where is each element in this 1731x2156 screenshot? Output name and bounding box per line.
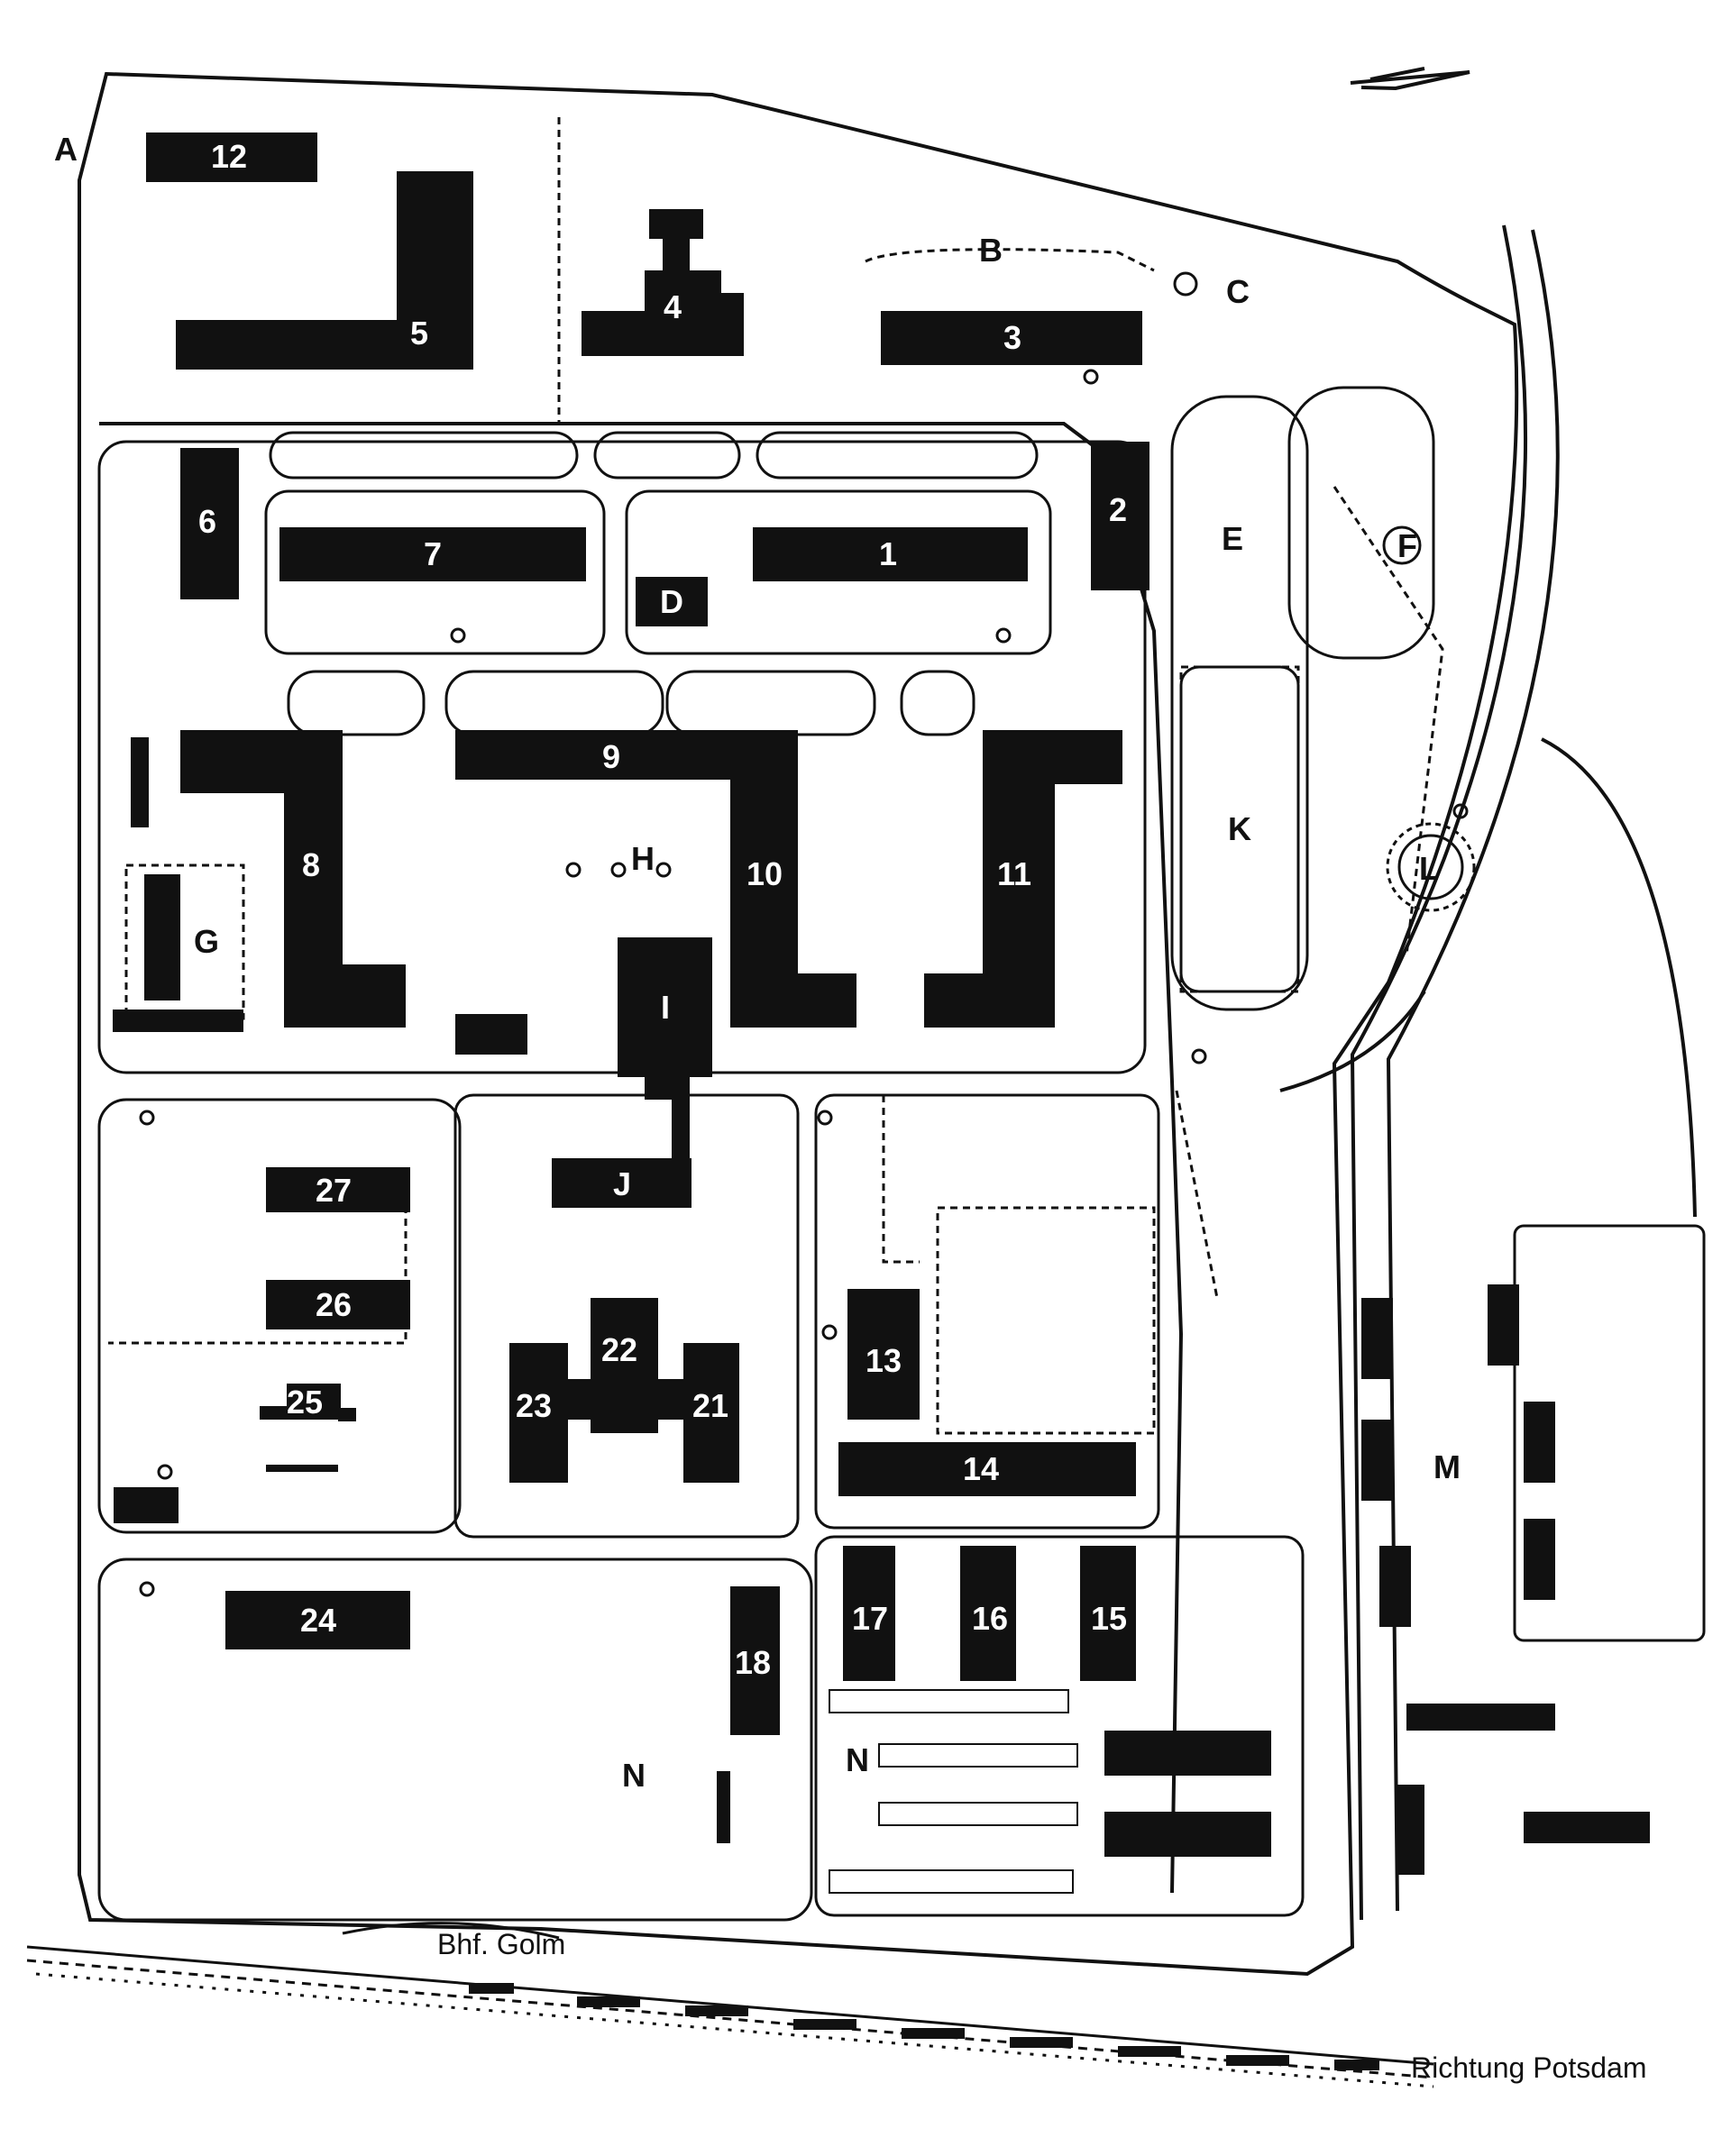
label-building-3: 3 [1003,319,1021,356]
label-building-17: 17 [852,1600,888,1637]
station-label: Bhf. Golm [437,1928,565,1960]
building-1[interactable] [753,527,1028,581]
building-2[interactable] [1091,442,1149,590]
label-building-12: 12 [211,138,247,175]
label-building-13: 13 [866,1342,902,1379]
label-building-26: 26 [316,1286,352,1323]
label-building-18: 18 [735,1644,771,1681]
label-area-g: G [194,923,219,960]
building-3[interactable] [881,311,1142,365]
building-13[interactable] [847,1289,920,1420]
building-9-10[interactable] [455,730,856,1028]
residential-blocks [1361,1284,1555,1627]
building-16[interactable] [960,1546,1016,1681]
building-d[interactable] [636,577,708,626]
label-building-1: 1 [879,535,897,572]
building-8[interactable] [180,730,406,1028]
label-building-14: 14 [963,1450,999,1487]
label-area-k: K [1228,810,1251,847]
label-area-i: I [661,989,670,1026]
label-building-6: 6 [198,503,216,540]
building-17[interactable] [843,1546,895,1681]
label-building-10: 10 [746,855,783,892]
label-area-h: H [631,840,655,877]
label-area-e: E [1222,520,1243,557]
building-g-a[interactable] [144,874,180,937]
label-building-24: 24 [300,1602,336,1639]
label-building-5: 5 [410,315,428,352]
label-building-15: 15 [1091,1600,1127,1637]
campus-boundary [78,71,1697,1977]
building-4[interactable] [582,209,744,356]
label-building-2: 2 [1109,491,1127,528]
label-building-16: 16 [972,1600,1008,1637]
label-building-21: 21 [692,1387,728,1424]
label-building-27: 27 [316,1172,352,1209]
building-i[interactable] [618,937,712,1100]
railway-platforms [469,1983,1379,2070]
building-27[interactable] [266,1167,410,1212]
label-building-11: 11 [997,855,1031,892]
label-building-4: 4 [664,288,682,325]
label-area-d: D [660,583,683,620]
label-area-b: B [979,232,1003,269]
label-area-f: F [1397,527,1417,564]
parking-rows [829,1689,1078,1894]
building-15[interactable] [1080,1546,1136,1681]
label-area-c: C [1226,273,1250,310]
building-14[interactable] [838,1442,1136,1496]
building-12[interactable] [146,132,317,182]
label-area-n-west: N [622,1757,646,1794]
building-23[interactable] [509,1343,568,1483]
building-25[interactable] [287,1384,341,1420]
label-area-m: M [1433,1448,1461,1485]
building-6[interactable] [180,448,239,599]
label-area-n-east: N [846,1741,869,1778]
building-18[interactable] [730,1586,780,1735]
buildings [113,132,1650,1875]
building-21[interactable] [683,1343,739,1483]
label-area-j: J [613,1165,631,1202]
label-building-9: 9 [602,738,620,775]
north-arrow-icon [1350,67,1470,91]
label-area-l: L [1419,850,1439,887]
building-g-b[interactable] [144,937,180,1000]
building-7[interactable] [279,527,586,581]
label-building-22: 22 [601,1331,637,1368]
label-building-23: 23 [516,1387,552,1424]
building-j[interactable] [552,1158,691,1208]
label-area-a: A [54,131,78,168]
building-24[interactable] [225,1591,410,1649]
dashed-paths [108,117,1444,1435]
building-11[interactable] [924,730,1122,1028]
label-building-8: 8 [302,846,320,883]
building-26[interactable] [266,1280,410,1329]
building-5[interactable] [176,171,473,370]
label-building-25: 25 [287,1384,323,1421]
label-building-7: 7 [424,535,442,572]
markers [139,271,1476,1597]
direction-label: Richtung Potsdam [1411,2051,1646,2084]
